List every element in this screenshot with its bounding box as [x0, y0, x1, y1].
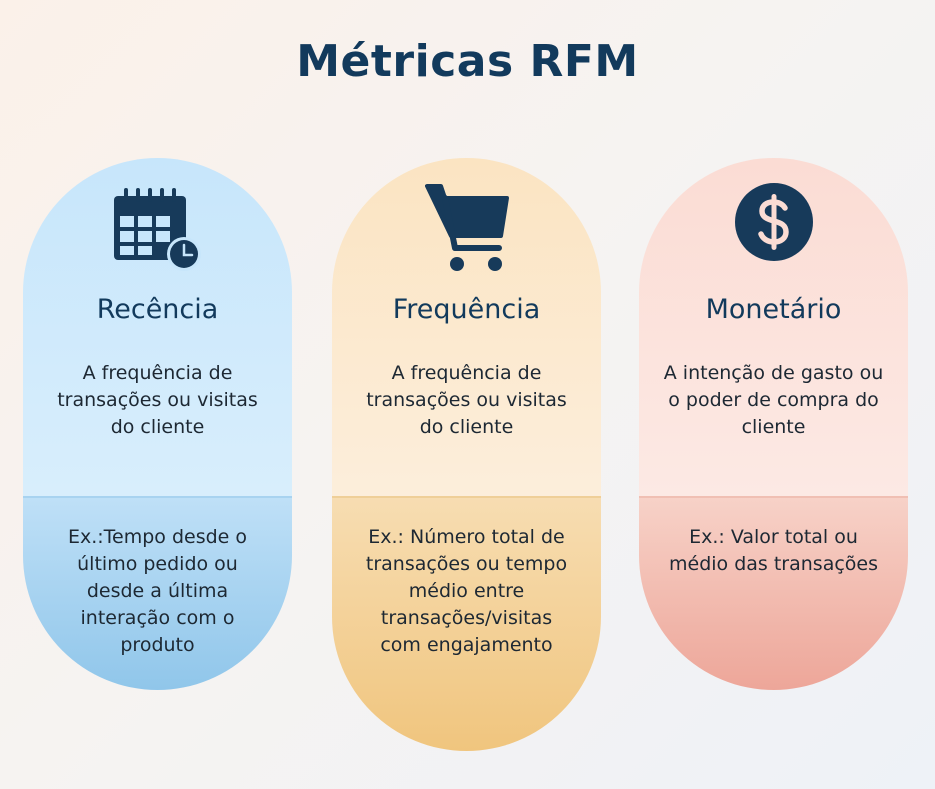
card-example: Ex.: Número total de transações ou tempo… [365, 526, 568, 656]
card-monetario: Monetário A intenção de gasto ou o poder… [639, 158, 908, 690]
card-recencia: Recência A frequência de transações ou v… [23, 158, 292, 690]
card-bottom-section [639, 496, 908, 690]
shopping-cart-icon [424, 184, 509, 271]
card-title: Monetário [705, 294, 842, 325]
card-description: A intenção de gasto ou o poder de compra… [663, 362, 884, 438]
card-divider [23, 496, 292, 498]
card-description: A frequência de transações ou visitas do… [57, 362, 258, 438]
card-frequencia: Frequência A frequência de transações ou… [332, 158, 601, 751]
calendar-clock-icon [113, 188, 201, 271]
card-title: Frequência [392, 294, 541, 325]
dollar-coin-icon [734, 183, 813, 261]
card-example: Ex.: Valor total ou médio das transações [669, 526, 878, 575]
card-example: Ex.:Tempo desde o último pedido ou desde… [67, 526, 248, 656]
card-title: Recência [96, 294, 219, 325]
card-bottom-section [23, 496, 292, 690]
card-divider [332, 496, 601, 498]
page-title: Métricas RFM [296, 36, 639, 87]
card-description: A frequência de transações ou visitas do… [366, 362, 567, 438]
card-bottom-section [332, 496, 601, 751]
card-divider [639, 496, 908, 498]
